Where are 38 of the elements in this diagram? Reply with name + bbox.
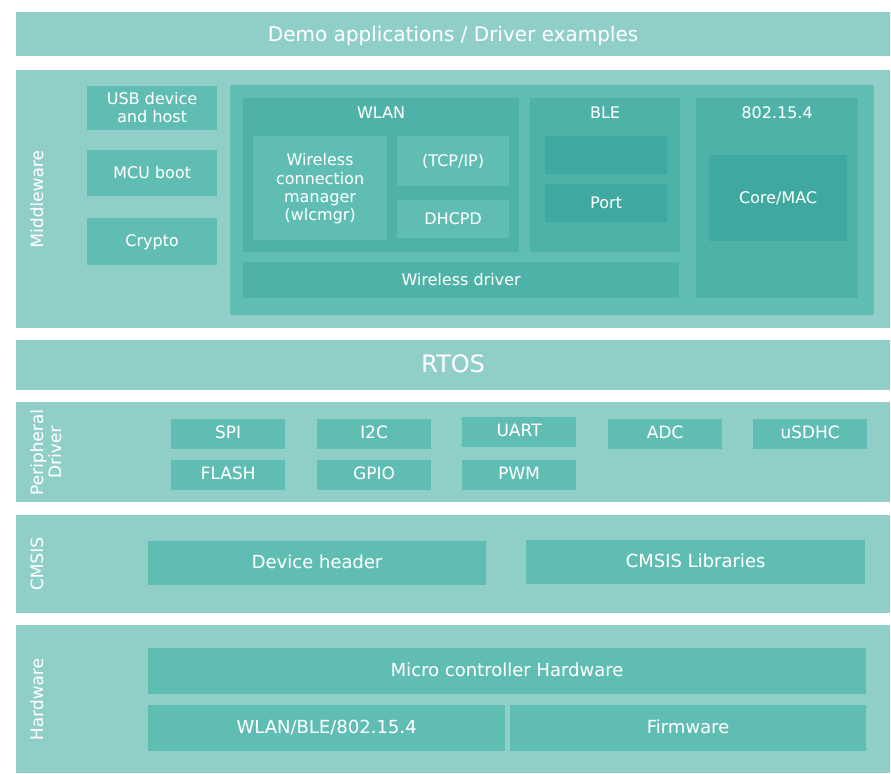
module-block: Micro controller Hardware: [148, 648, 866, 694]
layer-band: RTOS: [16, 340, 890, 390]
layer-title: Hardware: [30, 658, 48, 740]
group-title: 802.15.4: [740, 104, 814, 122]
module-block: Wireless driver: [243, 262, 679, 298]
layer-title: Peripheral Driver: [30, 408, 66, 497]
module-block: Crypto: [87, 218, 217, 265]
module-block: Port: [545, 184, 667, 222]
module-block: GPIO: [317, 460, 431, 490]
module-block: CMSIS Libraries: [526, 540, 865, 584]
layer-title: Middleware: [30, 150, 48, 248]
module-block: (TCP/IP): [397, 136, 509, 186]
module-block: uSDHC: [753, 419, 867, 449]
module-block: ADC: [608, 419, 722, 449]
module-block: Firmware: [510, 705, 866, 751]
layer-band: [16, 625, 890, 773]
module-block: Wireless connection manager (wlcmgr): [253, 136, 387, 240]
module-block: PWM: [462, 460, 576, 490]
module-block: Core/MAC: [709, 155, 847, 241]
layer-band: [16, 70, 890, 328]
module-block: UART: [462, 417, 576, 447]
layer-title: CMSIS: [30, 537, 48, 591]
group-title: WLAN: [356, 104, 406, 122]
module-block: Device header: [148, 541, 486, 585]
layer-band: [16, 402, 890, 502]
module-block: USB device and host: [87, 86, 217, 130]
module-block: I2C: [317, 419, 431, 449]
module-block: FLASH: [171, 460, 285, 490]
module-block: SPI: [171, 419, 285, 449]
module-block: DHCPD: [397, 200, 509, 238]
layer-band: Demo applications / Driver examples: [16, 12, 890, 56]
module-group: [530, 98, 680, 252]
module-block: MCU boot: [87, 150, 217, 196]
layer-band: [16, 515, 890, 613]
group-title: BLE: [589, 104, 621, 122]
module-block: WLAN/BLE/802.15.4: [148, 705, 505, 751]
module-panel: [230, 85, 874, 315]
module-group: [696, 98, 858, 298]
